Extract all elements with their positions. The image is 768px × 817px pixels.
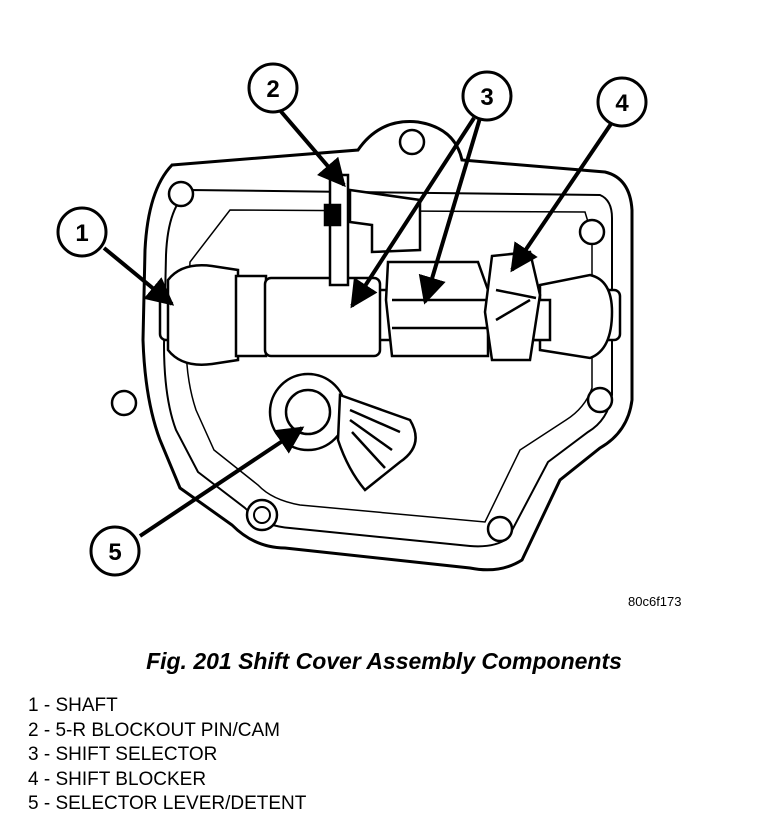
legend-item: 2 - 5-R BLOCKOUT PIN/CAM — [28, 719, 280, 741]
callout-3: 3 — [461, 70, 513, 122]
callout-4: 4 — [596, 76, 648, 128]
legend-item: 4 - SHIFT BLOCKER — [28, 768, 207, 790]
leader-lines — [102, 106, 617, 538]
bolt-hole — [486, 515, 514, 543]
svg-text:5: 5 — [108, 539, 121, 566]
cover-flange — [141, 120, 634, 572]
bolt-hole — [578, 218, 606, 246]
bolt-hole — [110, 389, 138, 417]
legend-item: 5 - SELECTOR LEVER/DETENT — [28, 793, 307, 814]
bolt-hole — [398, 128, 426, 156]
callout-2: 2 — [247, 62, 299, 114]
callout-1: 1 — [56, 206, 108, 258]
bolt-hole — [167, 180, 195, 208]
figure-code: 80c6f173 — [628, 594, 682, 609]
svg-text:4: 4 — [615, 90, 629, 117]
bolt-hole — [245, 498, 279, 532]
cover-cavity — [185, 209, 593, 523]
blockout-pin-cam — [323, 173, 422, 287]
svg-text:2: 2 — [266, 76, 279, 103]
legend-item: 1 - SHAFT — [28, 695, 118, 716]
svg-text:3: 3 — [480, 84, 493, 111]
legend-list: 1 - SHAFT 2 - 5-R BLOCKOUT PIN/CAM 3 - S… — [28, 694, 306, 817]
bolt-holes — [110, 128, 614, 543]
legend-item: 3 - SHIFT SELECTOR — [28, 744, 218, 765]
figure-caption: Fig. 201 Shift Cover Assembly Components — [146, 648, 622, 674]
callout-5: 5 — [89, 525, 141, 577]
bolt-hole — [586, 386, 614, 414]
shift-cover-diagram: 1 2 3 4 5 — [56, 62, 648, 577]
svg-text:1: 1 — [75, 220, 88, 247]
